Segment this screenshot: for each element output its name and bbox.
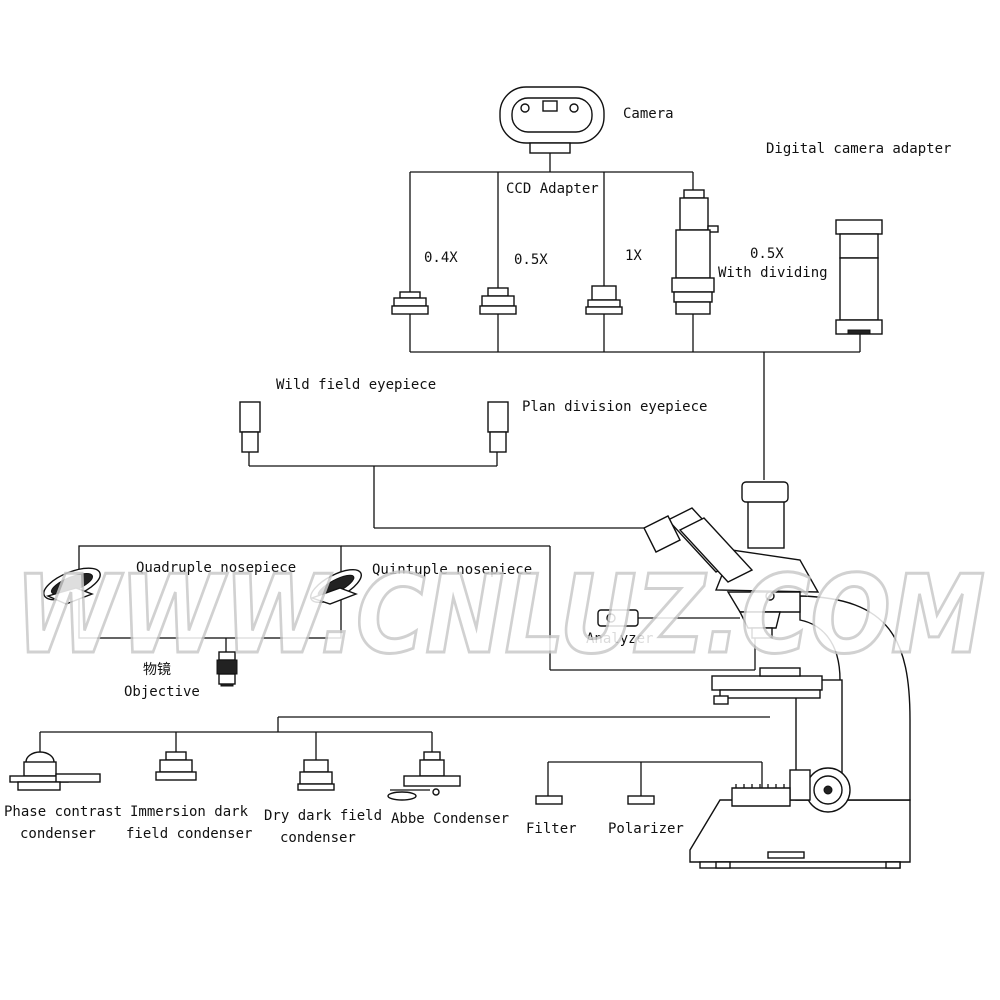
camera-icon bbox=[499, 86, 605, 154]
wild-field-eyepiece-icon bbox=[239, 401, 261, 453]
ccd-adapter-05x-dividing-icon bbox=[671, 189, 719, 315]
abbe-condenser-label: Abbe Condenser bbox=[391, 811, 509, 827]
microscope-body bbox=[643, 481, 911, 869]
objective-cn-label: 物镜 bbox=[143, 662, 171, 678]
quintuple-nosepiece-label: Quintuple nosepiece bbox=[372, 562, 532, 578]
phase-contrast-label: Phase contrast bbox=[4, 804, 122, 820]
filter-label: Filter bbox=[526, 821, 577, 837]
mag-05x-label: 0.5X bbox=[514, 252, 548, 268]
filter-icon bbox=[535, 795, 563, 805]
with-dividing-label: With dividing bbox=[718, 265, 828, 281]
plan-division-eyepiece-icon bbox=[487, 401, 509, 453]
watermark: WWW.CNLUZ.COM bbox=[15, 553, 985, 678]
camera-label: Camera bbox=[623, 106, 674, 122]
quadruple-nosepiece-icon bbox=[43, 567, 101, 605]
quadruple-nosepiece-label: Quadruple nosepiece bbox=[136, 560, 296, 576]
phase-contrast-condenser-icon bbox=[9, 751, 101, 791]
objective-label: Objective bbox=[124, 684, 200, 700]
digital-camera-adapter-icon bbox=[835, 219, 883, 335]
phase-contrast-label-2: condenser bbox=[20, 826, 96, 842]
polarizer-icon bbox=[627, 795, 655, 805]
abbe-condenser-icon bbox=[387, 751, 461, 801]
plan-division-eyepiece-label: Plan division eyepiece bbox=[522, 399, 707, 415]
mag-1x-label: 1X bbox=[625, 248, 642, 264]
digital-camera-adapter-label: Digital camera adapter bbox=[766, 141, 951, 157]
immersion-dark-label: Immersion dark bbox=[130, 804, 249, 820]
mag-04x-label: 0.4X bbox=[424, 250, 458, 266]
immersion-dark-label-2: field condenser bbox=[126, 826, 252, 842]
objective-icon bbox=[216, 651, 238, 687]
dry-dark-label: Dry dark field bbox=[264, 808, 382, 824]
dry-dark-field-condenser-icon bbox=[297, 759, 335, 791]
ccd-adapter-label: CCD Adapter bbox=[506, 181, 599, 197]
analyzer-label: Analyzer bbox=[586, 631, 653, 647]
wild-field-eyepiece-label: Wild field eyepiece bbox=[276, 377, 436, 393]
analyzer-icon bbox=[597, 609, 639, 627]
polarizer-label: Polarizer bbox=[608, 821, 684, 837]
quintuple-nosepiece-icon bbox=[309, 568, 362, 605]
dry-dark-label-2: condenser bbox=[280, 830, 356, 846]
ccd-adapter-1x-icon bbox=[585, 285, 623, 315]
labels: Camera Digital camera adapter CCD Adapte… bbox=[4, 106, 951, 846]
ccd-adapter-04x-icon bbox=[391, 291, 429, 315]
immersion-dark-field-condenser-icon bbox=[155, 751, 197, 781]
mag-05x-dividing-label: 0.5X bbox=[750, 246, 784, 262]
ccd-adapter-05x-icon bbox=[479, 287, 517, 315]
